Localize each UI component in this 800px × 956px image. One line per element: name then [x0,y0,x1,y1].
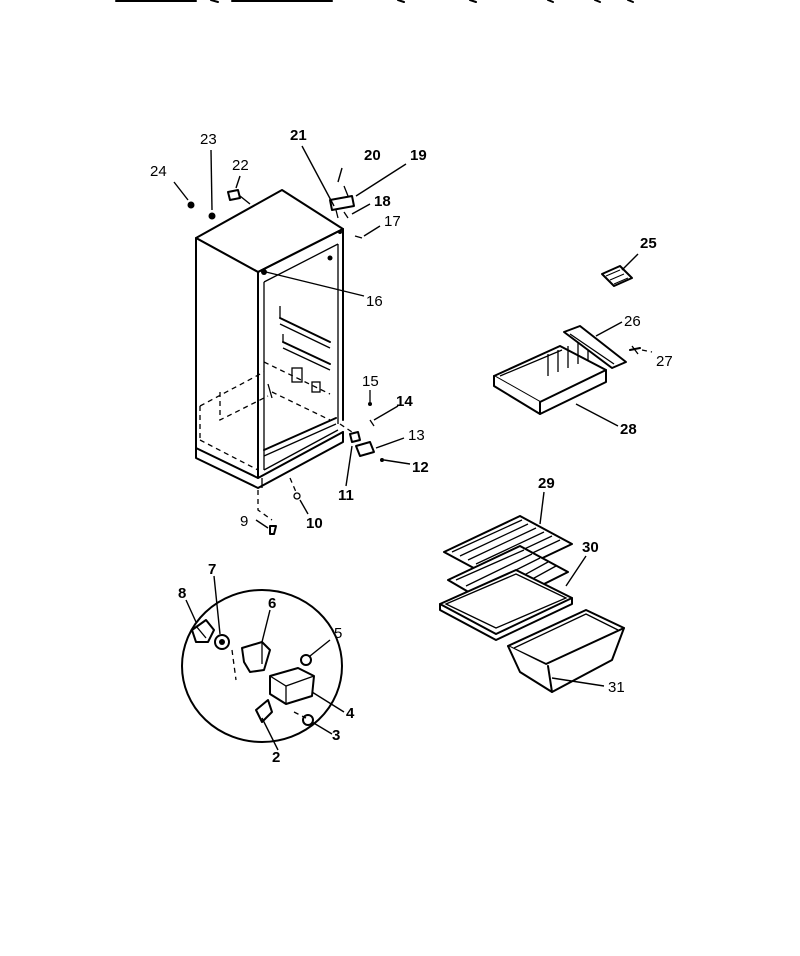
callout-28: 28 [620,421,637,438]
callout-labels: 24 23 22 21 20 19 18 17 16 15 14 13 12 1… [150,127,673,766]
crisper-drawer [507,609,625,693]
cabinet [195,189,344,489]
callout-3: 3 [332,727,340,744]
callout-6: 6 [268,595,276,612]
callout-24: 24 [150,163,167,180]
callout-23: 23 [200,131,217,148]
callout-20: 20 [364,147,381,164]
callout-13: 13 [408,427,425,444]
callout-22: 22 [232,157,249,174]
callout-26: 26 [624,313,641,330]
top-hardware [173,145,407,297]
callout-16: 16 [366,293,383,310]
ice-bin [493,321,653,427]
header-rules [115,0,634,3]
callout-25: 25 [640,235,657,252]
callout-31: 31 [608,679,625,696]
side-hardware [339,390,411,487]
callout-5: 5 [334,625,342,642]
callout-11: 11 [338,487,354,504]
callout-27: 27 [656,353,673,370]
callout-21: 21 [290,127,307,144]
control-detail [181,575,345,751]
shelves [439,491,587,641]
callout-18: 18 [374,193,391,210]
callout-30: 30 [582,539,599,556]
callout-10: 10 [306,515,323,532]
callout-15: 15 [362,373,379,390]
callout-7: 7 [208,561,216,578]
callout-2: 2 [272,749,280,766]
callout-4: 4 [346,705,355,722]
leveling-legs [255,477,309,535]
callout-14: 14 [396,393,413,410]
part-25 [601,253,639,287]
callout-29: 29 [538,475,555,492]
callout-12: 12 [412,459,429,476]
callout-19: 19 [410,147,427,164]
callout-9: 9 [240,513,248,530]
callout-8: 8 [178,585,186,602]
callout-17: 17 [384,213,401,230]
